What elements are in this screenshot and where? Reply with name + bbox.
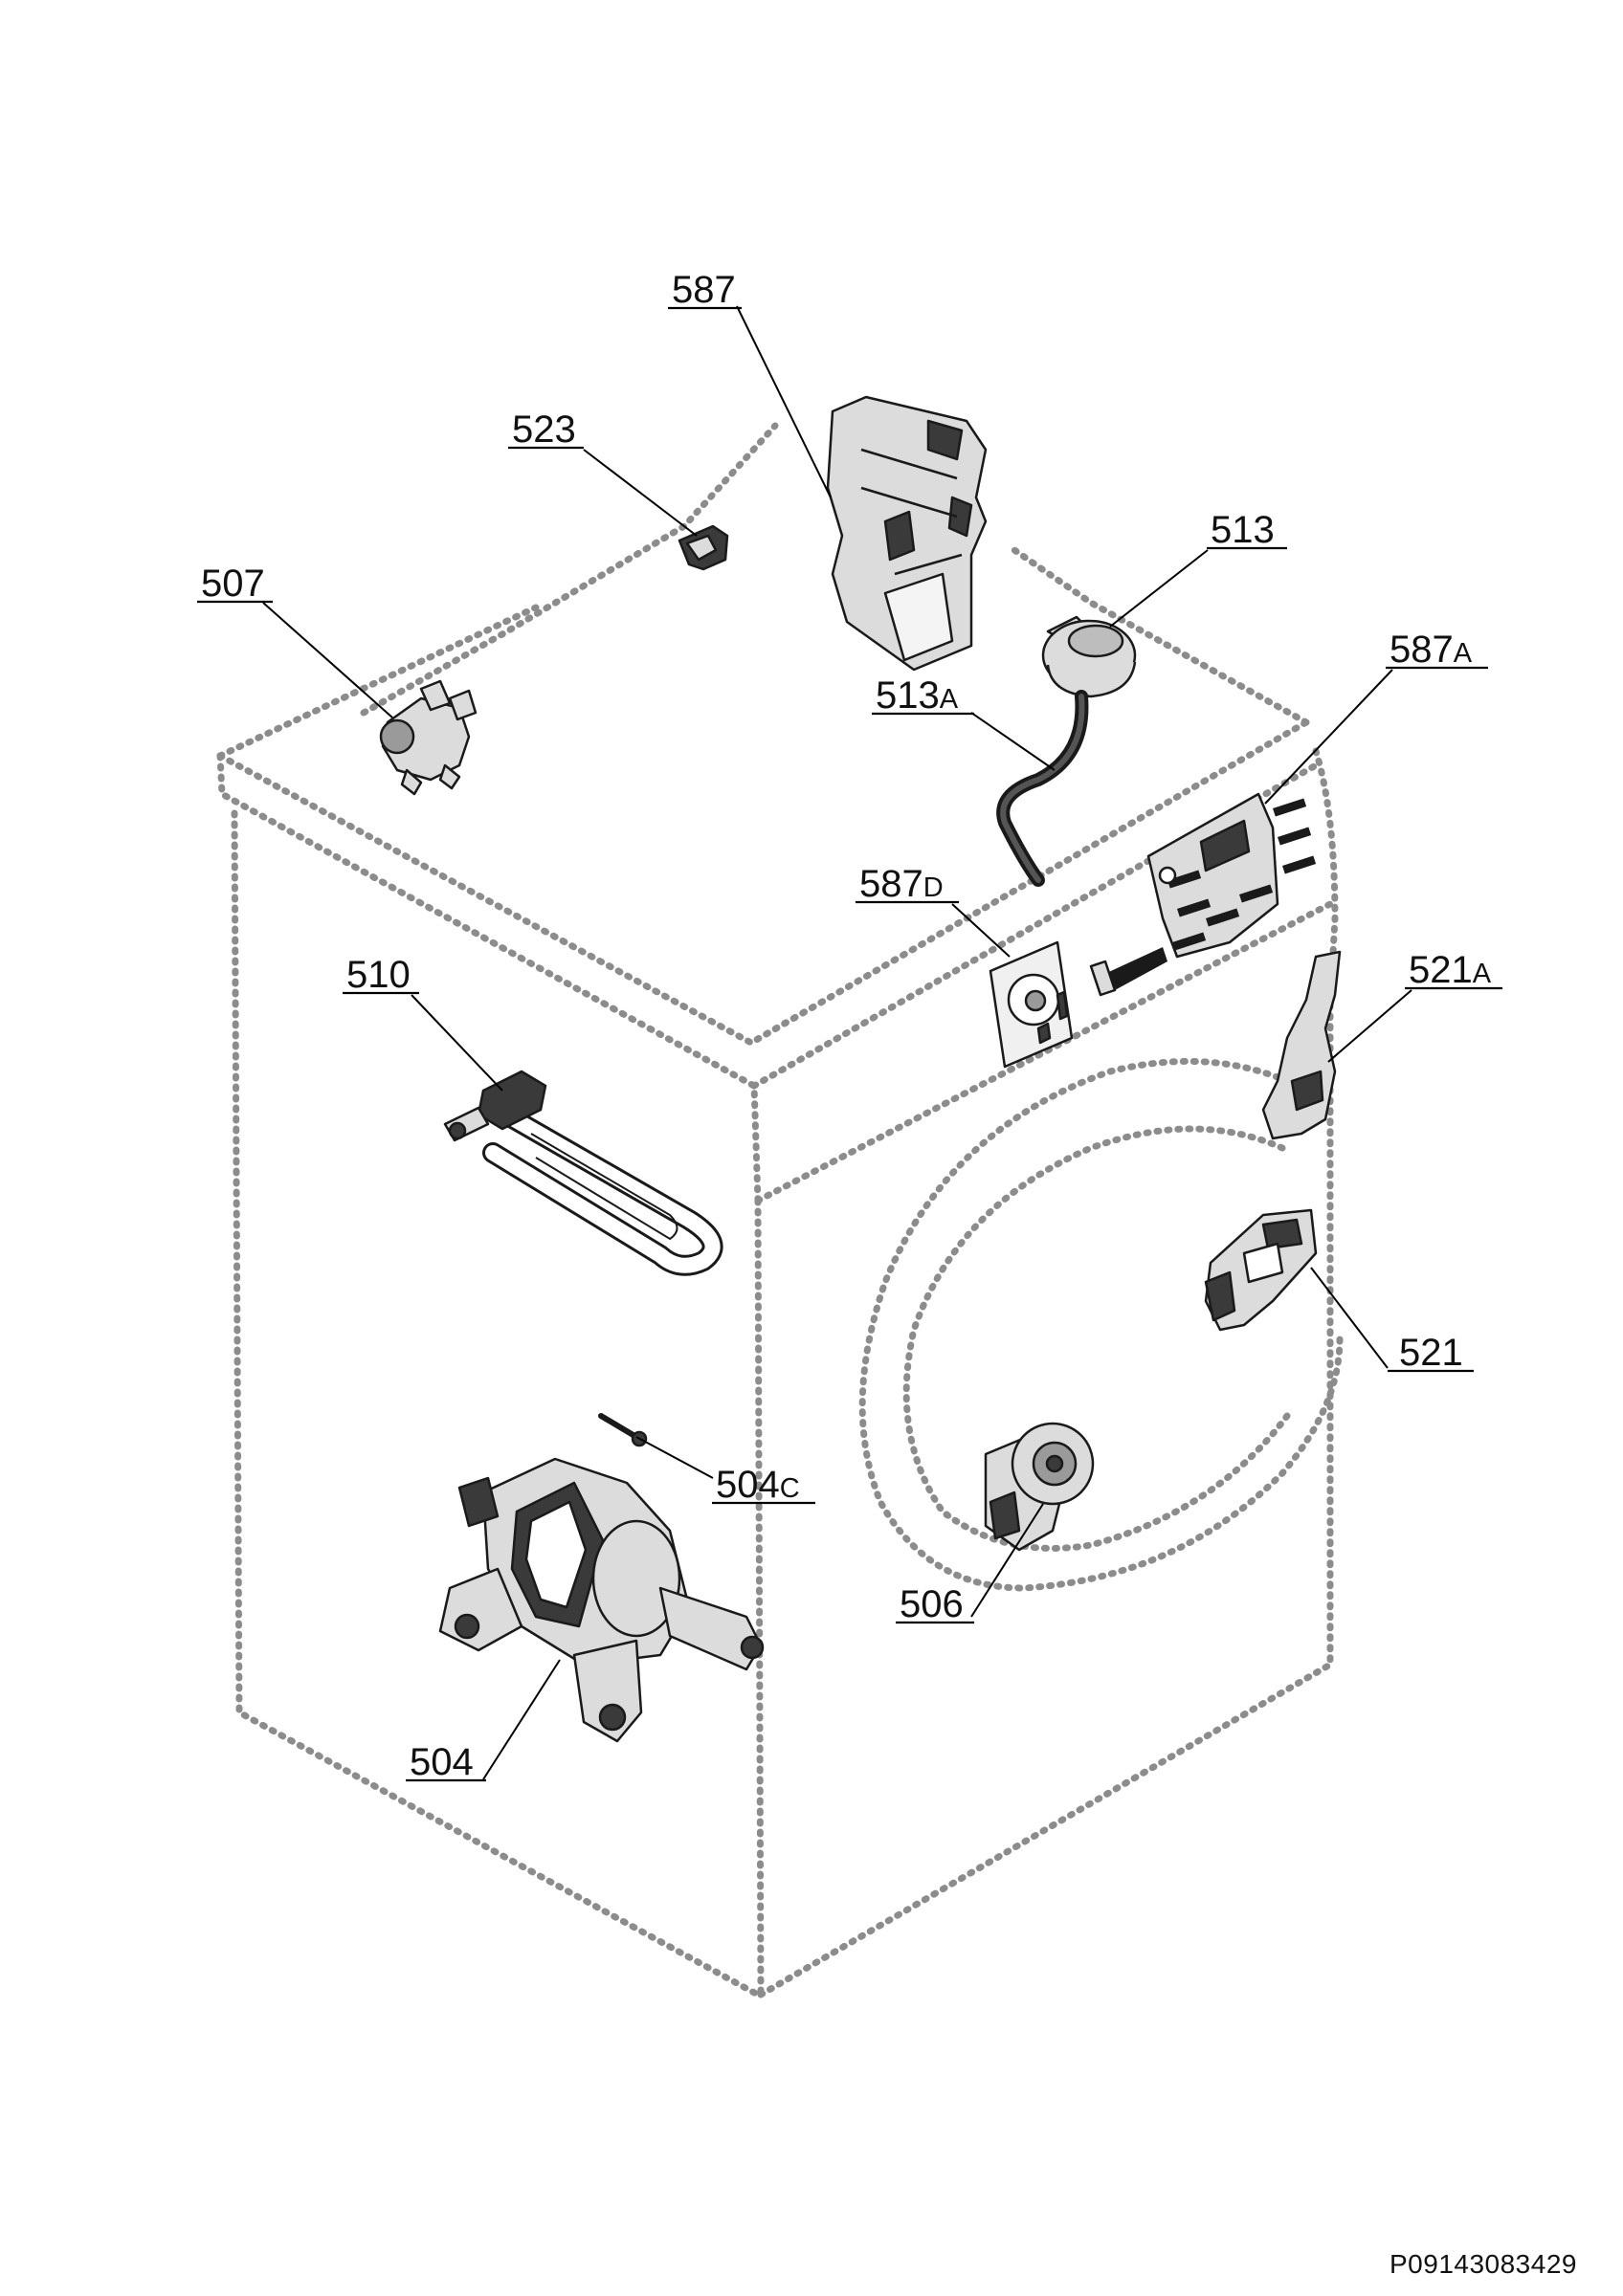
cabinet-left-side [231, 809, 762, 1998]
label-521a: 521A [1409, 949, 1492, 991]
label-513: 513 [1211, 509, 1275, 551]
label-504: 504 [410, 1741, 474, 1783]
part-521-door-lock [1204, 1208, 1318, 1332]
callout-587: 587 [668, 269, 742, 311]
part-510-heating-element [443, 1070, 723, 1276]
callout-506: 506 [896, 1583, 974, 1625]
door-ring-outer [858, 1057, 1344, 1592]
callout-507: 507 [197, 563, 273, 605]
leader-521 [1310, 1267, 1389, 1369]
cabinet-top-right-edge [1011, 546, 1310, 726]
label-523: 523 [512, 408, 576, 451]
callout-523: 523 [508, 408, 584, 451]
part-523-clip [678, 524, 729, 571]
part-513-pressure-switch [1041, 615, 1137, 698]
cabinet-bottom-front [757, 1001, 1334, 1998]
leader-513a [970, 712, 1056, 771]
label-504c: 504C [716, 1464, 800, 1506]
part-507-inlet-valve [379, 679, 478, 796]
part-504c-screw [598, 1413, 648, 1447]
callout-587a: 587A [1386, 629, 1488, 671]
leader-587a [1264, 669, 1393, 805]
cabinet-right-lip [1312, 747, 1339, 1008]
label-507: 507 [201, 563, 265, 605]
part-587-control-module [826, 395, 988, 672]
part-587a-electronic-board [1089, 792, 1317, 997]
callout-513: 513 [1207, 509, 1287, 551]
leader-lines [262, 305, 1412, 1780]
callout-521: 521 [1388, 1332, 1474, 1374]
leader-523 [583, 449, 698, 537]
label-587a: 587A [1390, 629, 1473, 671]
leader-507 [262, 602, 393, 718]
leader-521a [1327, 989, 1412, 1063]
part-504-motor [438, 1457, 765, 1743]
part-521a-door-handle [1261, 950, 1342, 1140]
label-510: 510 [346, 954, 411, 996]
cabinet-top-front-edge [216, 718, 1310, 1047]
part-513a-hose [996, 690, 1089, 887]
cabinet-top-left-edge [216, 604, 540, 760]
document-code: P09143083429 [1390, 2249, 1577, 2279]
machine-outline [216, 422, 1344, 1998]
leader-513 [1109, 549, 1209, 628]
callout-513a: 513A [872, 674, 974, 717]
door-ring-inner [902, 1125, 1291, 1552]
label-587d: 587D [859, 863, 944, 905]
callout-510: 510 [343, 954, 419, 996]
label-506: 506 [900, 1583, 964, 1625]
callout-labels: 587 523 513 507 587A 513A 587D 510 [197, 269, 1502, 1783]
cabinet-lip-left [216, 752, 762, 1204]
control-panel-line [754, 900, 1334, 1204]
label-521: 521 [1399, 1332, 1463, 1374]
part-587d-selector-board [989, 940, 1074, 1069]
label-513a: 513A [876, 674, 959, 717]
callout-504: 504 [406, 1741, 486, 1783]
part-506-drain-pump [984, 1422, 1095, 1552]
leader-504c [635, 1436, 714, 1479]
leader-506 [970, 1503, 1044, 1618]
callout-521a: 521A [1405, 949, 1502, 991]
leader-587d [951, 903, 1011, 958]
callout-504c: 504C [712, 1464, 815, 1506]
leader-587 [736, 305, 832, 498]
leader-504 [482, 1659, 561, 1780]
label-587: 587 [672, 269, 736, 311]
cabinet-front-left [754, 1197, 765, 1998]
leader-510 [411, 994, 503, 1092]
callout-587d: 587D [856, 863, 959, 905]
cabinet-top-back-edge [360, 422, 779, 717]
